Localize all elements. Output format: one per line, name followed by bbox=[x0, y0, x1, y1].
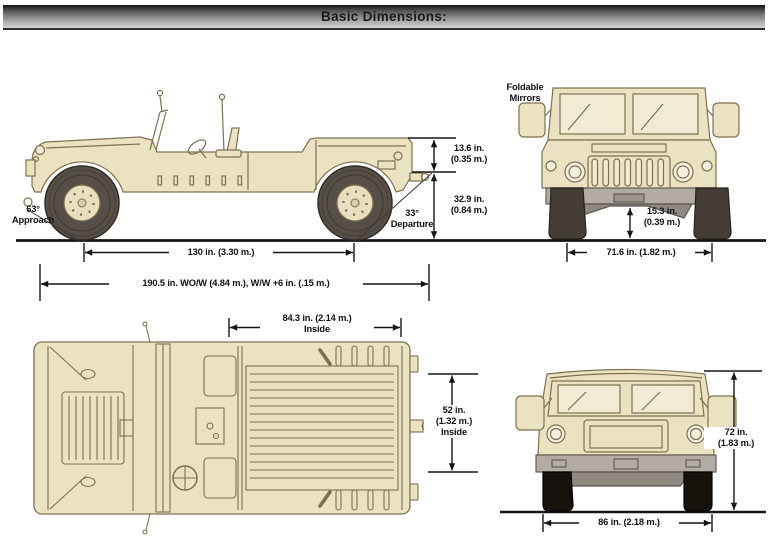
ground-lines bbox=[16, 239, 766, 514]
roofed-mirror-left bbox=[515, 395, 545, 431]
roofed-wiper-right bbox=[641, 391, 661, 411]
overall-height-label: 72 in. (1.83 m.) bbox=[704, 427, 768, 449]
front-wheel-left bbox=[548, 187, 587, 240]
side-pintle-hook bbox=[409, 172, 430, 182]
foldable-mirrors-label: Foldable Mirrors bbox=[506, 82, 544, 103]
front-headlight-right bbox=[672, 161, 694, 183]
bed-length-label: 84.3 in. (2.14 m.) Inside bbox=[260, 313, 374, 335]
page-title: Basic Dimensions: bbox=[321, 9, 447, 24]
top-cargo-bed bbox=[245, 365, 399, 491]
front-headlight-left bbox=[564, 161, 586, 183]
front-marker-light-right bbox=[701, 160, 713, 172]
bed-width-label: 52 in. (1.32 m.) Inside bbox=[424, 405, 484, 438]
title-bar: Basic Dimensions: bbox=[3, 5, 765, 30]
top-cockpit bbox=[172, 355, 237, 499]
side-view-drawing bbox=[23, 89, 433, 242]
wiper-right bbox=[640, 103, 664, 131]
side-rocker-slots bbox=[157, 175, 243, 186]
roofed-mirror-right bbox=[707, 395, 737, 431]
side-body bbox=[31, 136, 413, 193]
wheelbase-label: 130 in. (3.30 m.) bbox=[169, 247, 273, 258]
ground-clearance-label: 15.3 in. (0.39 m.) bbox=[643, 206, 681, 227]
roofed-pane-right bbox=[631, 384, 695, 414]
left-mirror bbox=[518, 102, 546, 138]
track-width-label: 71.6 in. (1.82 m.) bbox=[587, 247, 695, 258]
top-view-drawing bbox=[33, 321, 429, 535]
front-wheel-right bbox=[693, 187, 732, 240]
right-mirror bbox=[712, 102, 740, 138]
roofed-headlight-right bbox=[686, 424, 706, 444]
roofed-undercarriage bbox=[558, 471, 694, 487]
side-windshield bbox=[149, 89, 226, 153]
departure-angle-line bbox=[356, 172, 433, 241]
overall-length-label: 190.5 in. WO/W (4.84 m.), W/W +6 in. (.1… bbox=[109, 278, 363, 289]
front-marker-light-left bbox=[545, 160, 557, 172]
approach-angle-line bbox=[27, 209, 79, 241]
front-grille bbox=[587, 155, 671, 191]
front-view-roofed-drawing bbox=[515, 368, 737, 512]
front-windshield-pane-left bbox=[559, 93, 626, 135]
roofed-wiper-left bbox=[567, 391, 587, 411]
top-grille bbox=[61, 391, 125, 465]
top-vent-slots bbox=[318, 345, 390, 511]
overall-width-label: 86 in. (2.18 m.) bbox=[579, 517, 679, 528]
roofed-wheel-left bbox=[542, 471, 574, 512]
bumper-height-label: 32.9 in. (0.84 m.) bbox=[450, 194, 488, 215]
departure-angle-label: 33° Departure bbox=[390, 208, 434, 229]
roofed-front-panel bbox=[583, 419, 669, 453]
rear-height-label: 13.6 in. (0.35 m.) bbox=[450, 143, 488, 164]
side-front-wheel bbox=[43, 164, 121, 242]
side-steering-wheel bbox=[187, 139, 207, 155]
roofed-headlight-left bbox=[546, 424, 566, 444]
roofed-wheel-right bbox=[683, 471, 713, 512]
wiper-left bbox=[567, 103, 591, 131]
side-fuel-cap bbox=[393, 151, 403, 161]
front-view-open-drawing bbox=[518, 87, 740, 240]
side-headlight bbox=[34, 144, 46, 156]
roofed-pane-left bbox=[557, 384, 621, 414]
side-tow-hook bbox=[23, 197, 33, 207]
approach-angle-label: 63° Approach bbox=[11, 204, 55, 225]
